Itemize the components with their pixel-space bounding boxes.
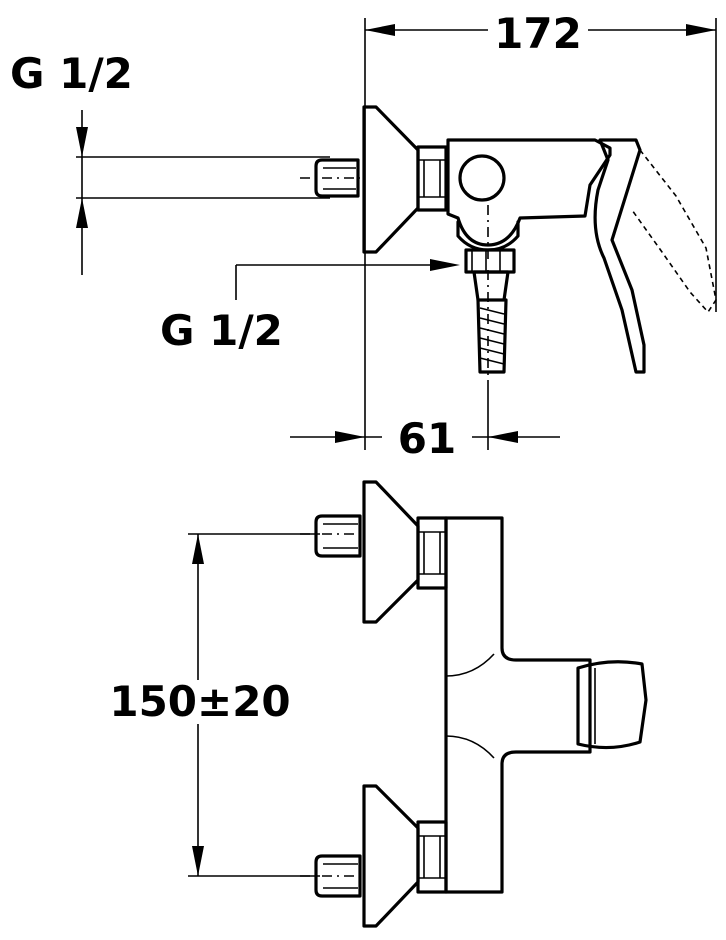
thread-outlet-label: G 1/2 <box>160 306 283 355</box>
dimension-centers-label: 150±20 <box>109 677 290 726</box>
dimension-thread-outlet: G 1/2 <box>160 259 460 355</box>
top-plan-view: 150±20 <box>100 480 648 928</box>
inlet-upper-plan <box>300 480 448 624</box>
escutcheon-side <box>362 105 420 254</box>
inlet-connector-side <box>300 158 360 198</box>
inlet-lower-plan <box>300 784 448 928</box>
outlet-hose-side <box>464 248 516 380</box>
hex-nut-side <box>416 145 448 212</box>
lever-handle-side <box>593 138 717 374</box>
thread-inlet-label: G 1/2 <box>10 49 133 98</box>
dimension-width-label: 172 <box>494 9 582 58</box>
dimension-offset: 61 <box>290 255 560 463</box>
dimension-centers: 150±20 <box>100 533 320 877</box>
dimension-width: 172 <box>364 9 717 312</box>
dimension-offset-label: 61 <box>398 414 456 463</box>
mixer-body-plan <box>444 516 648 894</box>
mixer-body-side <box>446 138 612 260</box>
dimension-thread-inlet: G 1/2 <box>10 49 330 275</box>
side-elevation-view: 172 G 1/2 <box>10 9 717 463</box>
